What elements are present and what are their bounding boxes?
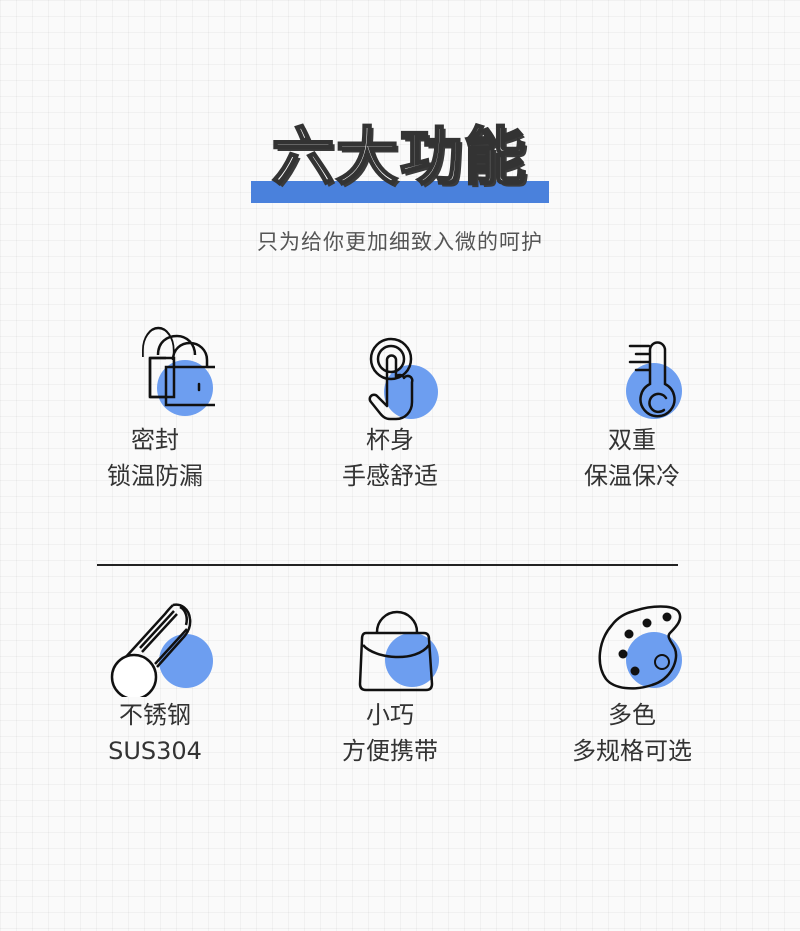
title-underline-bar <box>251 181 549 203</box>
feature-colors: 多色 多规格可选 <box>532 597 732 769</box>
feature-description: 方便携带 <box>342 737 438 765</box>
feature-title: 杯身 <box>366 426 414 454</box>
feature-stainless: 不锈钢 SUS304 <box>55 597 255 769</box>
feature-comfort: 杯身 手感舒适 <box>290 322 490 494</box>
touch-hand-icon <box>330 322 450 422</box>
feature-description: 多规格可选 <box>572 737 692 765</box>
feature-title: 小巧 <box>366 701 414 729</box>
stainless-cylinder-icon <box>95 597 215 697</box>
color-palette-icon <box>572 597 692 697</box>
feature-description: 手感舒适 <box>342 462 438 490</box>
feature-title: 不锈钢 <box>119 701 191 729</box>
page-title: 六大功能 <box>271 119 528 195</box>
handbag-icon <box>330 597 450 697</box>
feature-title: 双重 <box>608 426 656 454</box>
padlock-icon <box>95 322 215 422</box>
feature-title: 密封 <box>131 426 179 454</box>
feature-seal: 密封 锁温防漏 <box>55 322 255 494</box>
thermometer-icon <box>572 322 692 422</box>
feature-description: SUS304 <box>108 737 202 765</box>
feature-insulation: 双重 保温保冷 <box>532 322 732 494</box>
section-divider <box>97 564 678 566</box>
feature-description: 保温保冷 <box>584 462 680 490</box>
feature-title: 多色 <box>608 701 656 729</box>
feature-portable: 小巧 方便携带 <box>290 597 490 769</box>
page-subtitle: 只为给你更加细致入微的呵护 <box>257 230 543 254</box>
section-title: 六大功能 <box>251 118 549 208</box>
feature-description: 锁温防漏 <box>107 462 203 490</box>
